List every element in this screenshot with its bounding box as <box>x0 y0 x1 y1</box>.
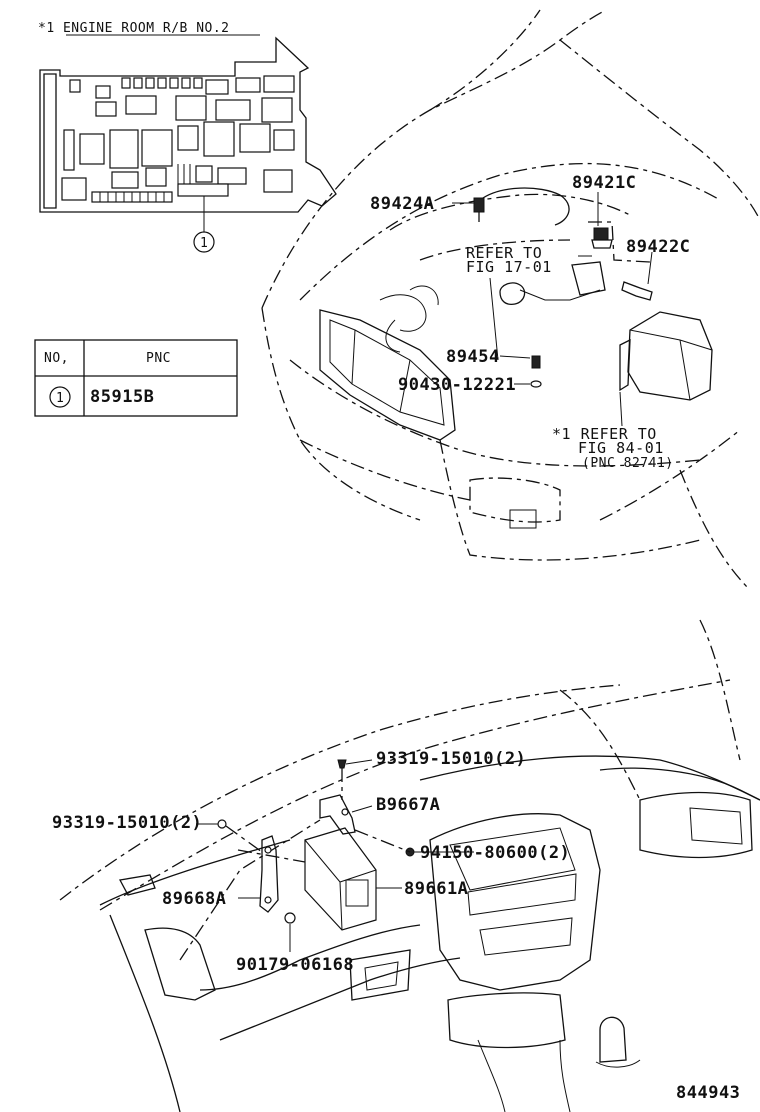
part-label-89454: 89454 <box>446 347 500 367</box>
refer-fig-84-line3: (PNC 82741) <box>582 456 674 471</box>
table-row-marker-circle <box>49 386 71 408</box>
refer-fig-17-line2: FIG 17-01 <box>466 258 552 276</box>
refer-fig-84-line1: *1 REFER TO <box>552 425 657 443</box>
relay-block-illustration: *1 ENGINE ROOM R/B NO.2 <box>38 21 337 232</box>
part-label-89421C: 89421C <box>572 173 636 193</box>
callout-number: 1 <box>200 236 208 251</box>
table-row-marker: 1 <box>56 391 64 406</box>
part-label-89667A: B9667A <box>376 795 440 815</box>
part-label-89422C: 89422C <box>626 237 690 257</box>
leader-lines-engine <box>452 192 653 427</box>
leader-lines-dashboard <box>196 759 474 952</box>
part-label-94150: 94150-80600(2) <box>420 843 570 863</box>
figure-number: 844943 <box>676 1083 740 1103</box>
refer-fig-84-line2: FIG 84-01 <box>578 439 664 457</box>
part-label-89424A: 89424A <box>370 194 434 214</box>
table-row-pnc: 85915B <box>90 387 154 407</box>
table-header-no: NO, <box>44 351 69 366</box>
relay-block-title: *1 ENGINE ROOM R/B NO.2 <box>38 21 230 36</box>
dashboard-illustration <box>59 619 760 1112</box>
part-label-90179: 90179-06168 <box>236 955 354 975</box>
table-header-pnc: PNC <box>146 351 171 366</box>
refer-fig-17-line1: REFER TO <box>466 244 542 262</box>
part-label-89661A: 89661A <box>404 879 468 899</box>
callout-circle <box>193 231 215 253</box>
engine-bay-illustration <box>261 9 760 591</box>
pnc-table <box>34 339 238 417</box>
part-label-90430: 90430-12221 <box>398 375 516 395</box>
part-label-93319-left: 93319-15010(2) <box>52 813 202 833</box>
part-label-89668A: 89668A <box>162 889 226 909</box>
part-label-93319-top: 93319-15010(2) <box>376 749 526 769</box>
